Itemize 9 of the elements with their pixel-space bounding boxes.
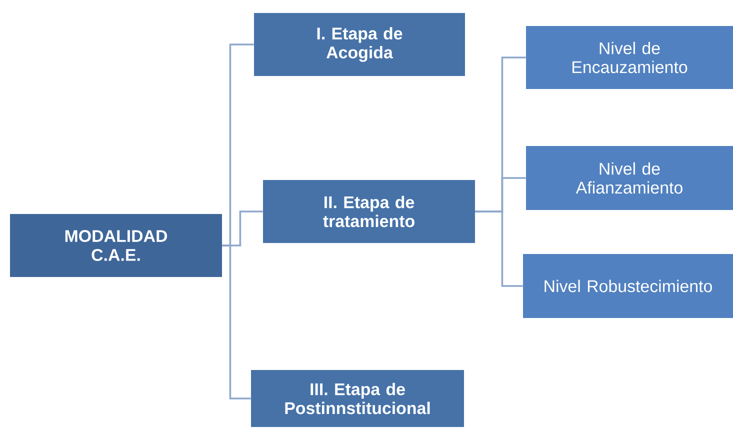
process-box: III. Etapa de Postinnstitucional xyxy=(251,370,464,427)
process-box: MODALIDAD C.A.E. xyxy=(10,214,222,277)
process-box: Nivel Robustecimiento xyxy=(523,254,733,318)
process-box: Nivel de Encauzamiento xyxy=(526,26,733,89)
connector-line xyxy=(475,210,523,287)
connector-line xyxy=(222,244,251,400)
process-box: I. Etapa de Acogida xyxy=(254,13,465,76)
process-box: Nivel de Afianzamiento xyxy=(526,146,733,210)
process-box: II. Etapa de tratamiento xyxy=(263,180,475,243)
